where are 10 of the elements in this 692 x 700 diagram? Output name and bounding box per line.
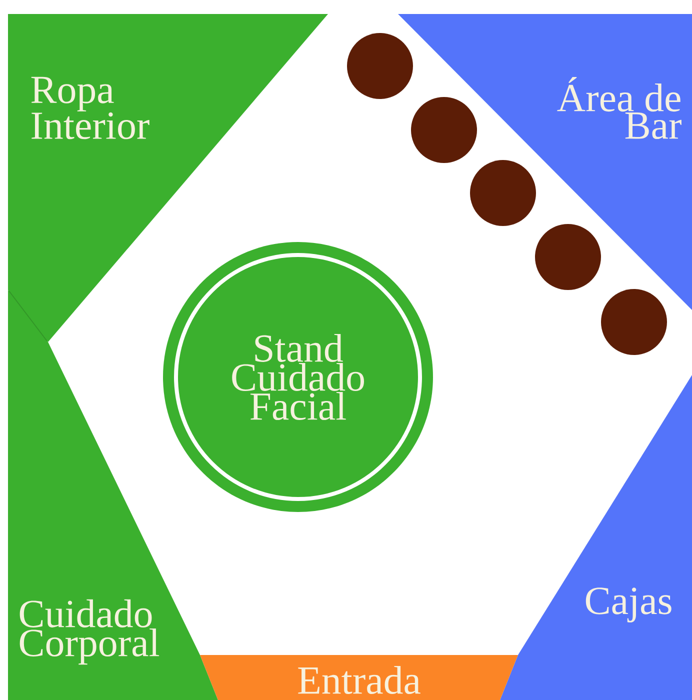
table-circle <box>347 33 413 99</box>
table-circle <box>535 224 601 290</box>
entrance-band: Entrada <box>200 655 518 700</box>
node-label: Ropa Interior <box>31 76 150 140</box>
area-region: Cuidado Corporal <box>8 290 218 700</box>
table-circle <box>411 97 477 163</box>
area-region: Cajas <box>500 375 692 700</box>
table-circle <box>470 160 536 226</box>
area-region: Área de Bar <box>398 14 692 310</box>
table-circle <box>601 289 667 355</box>
